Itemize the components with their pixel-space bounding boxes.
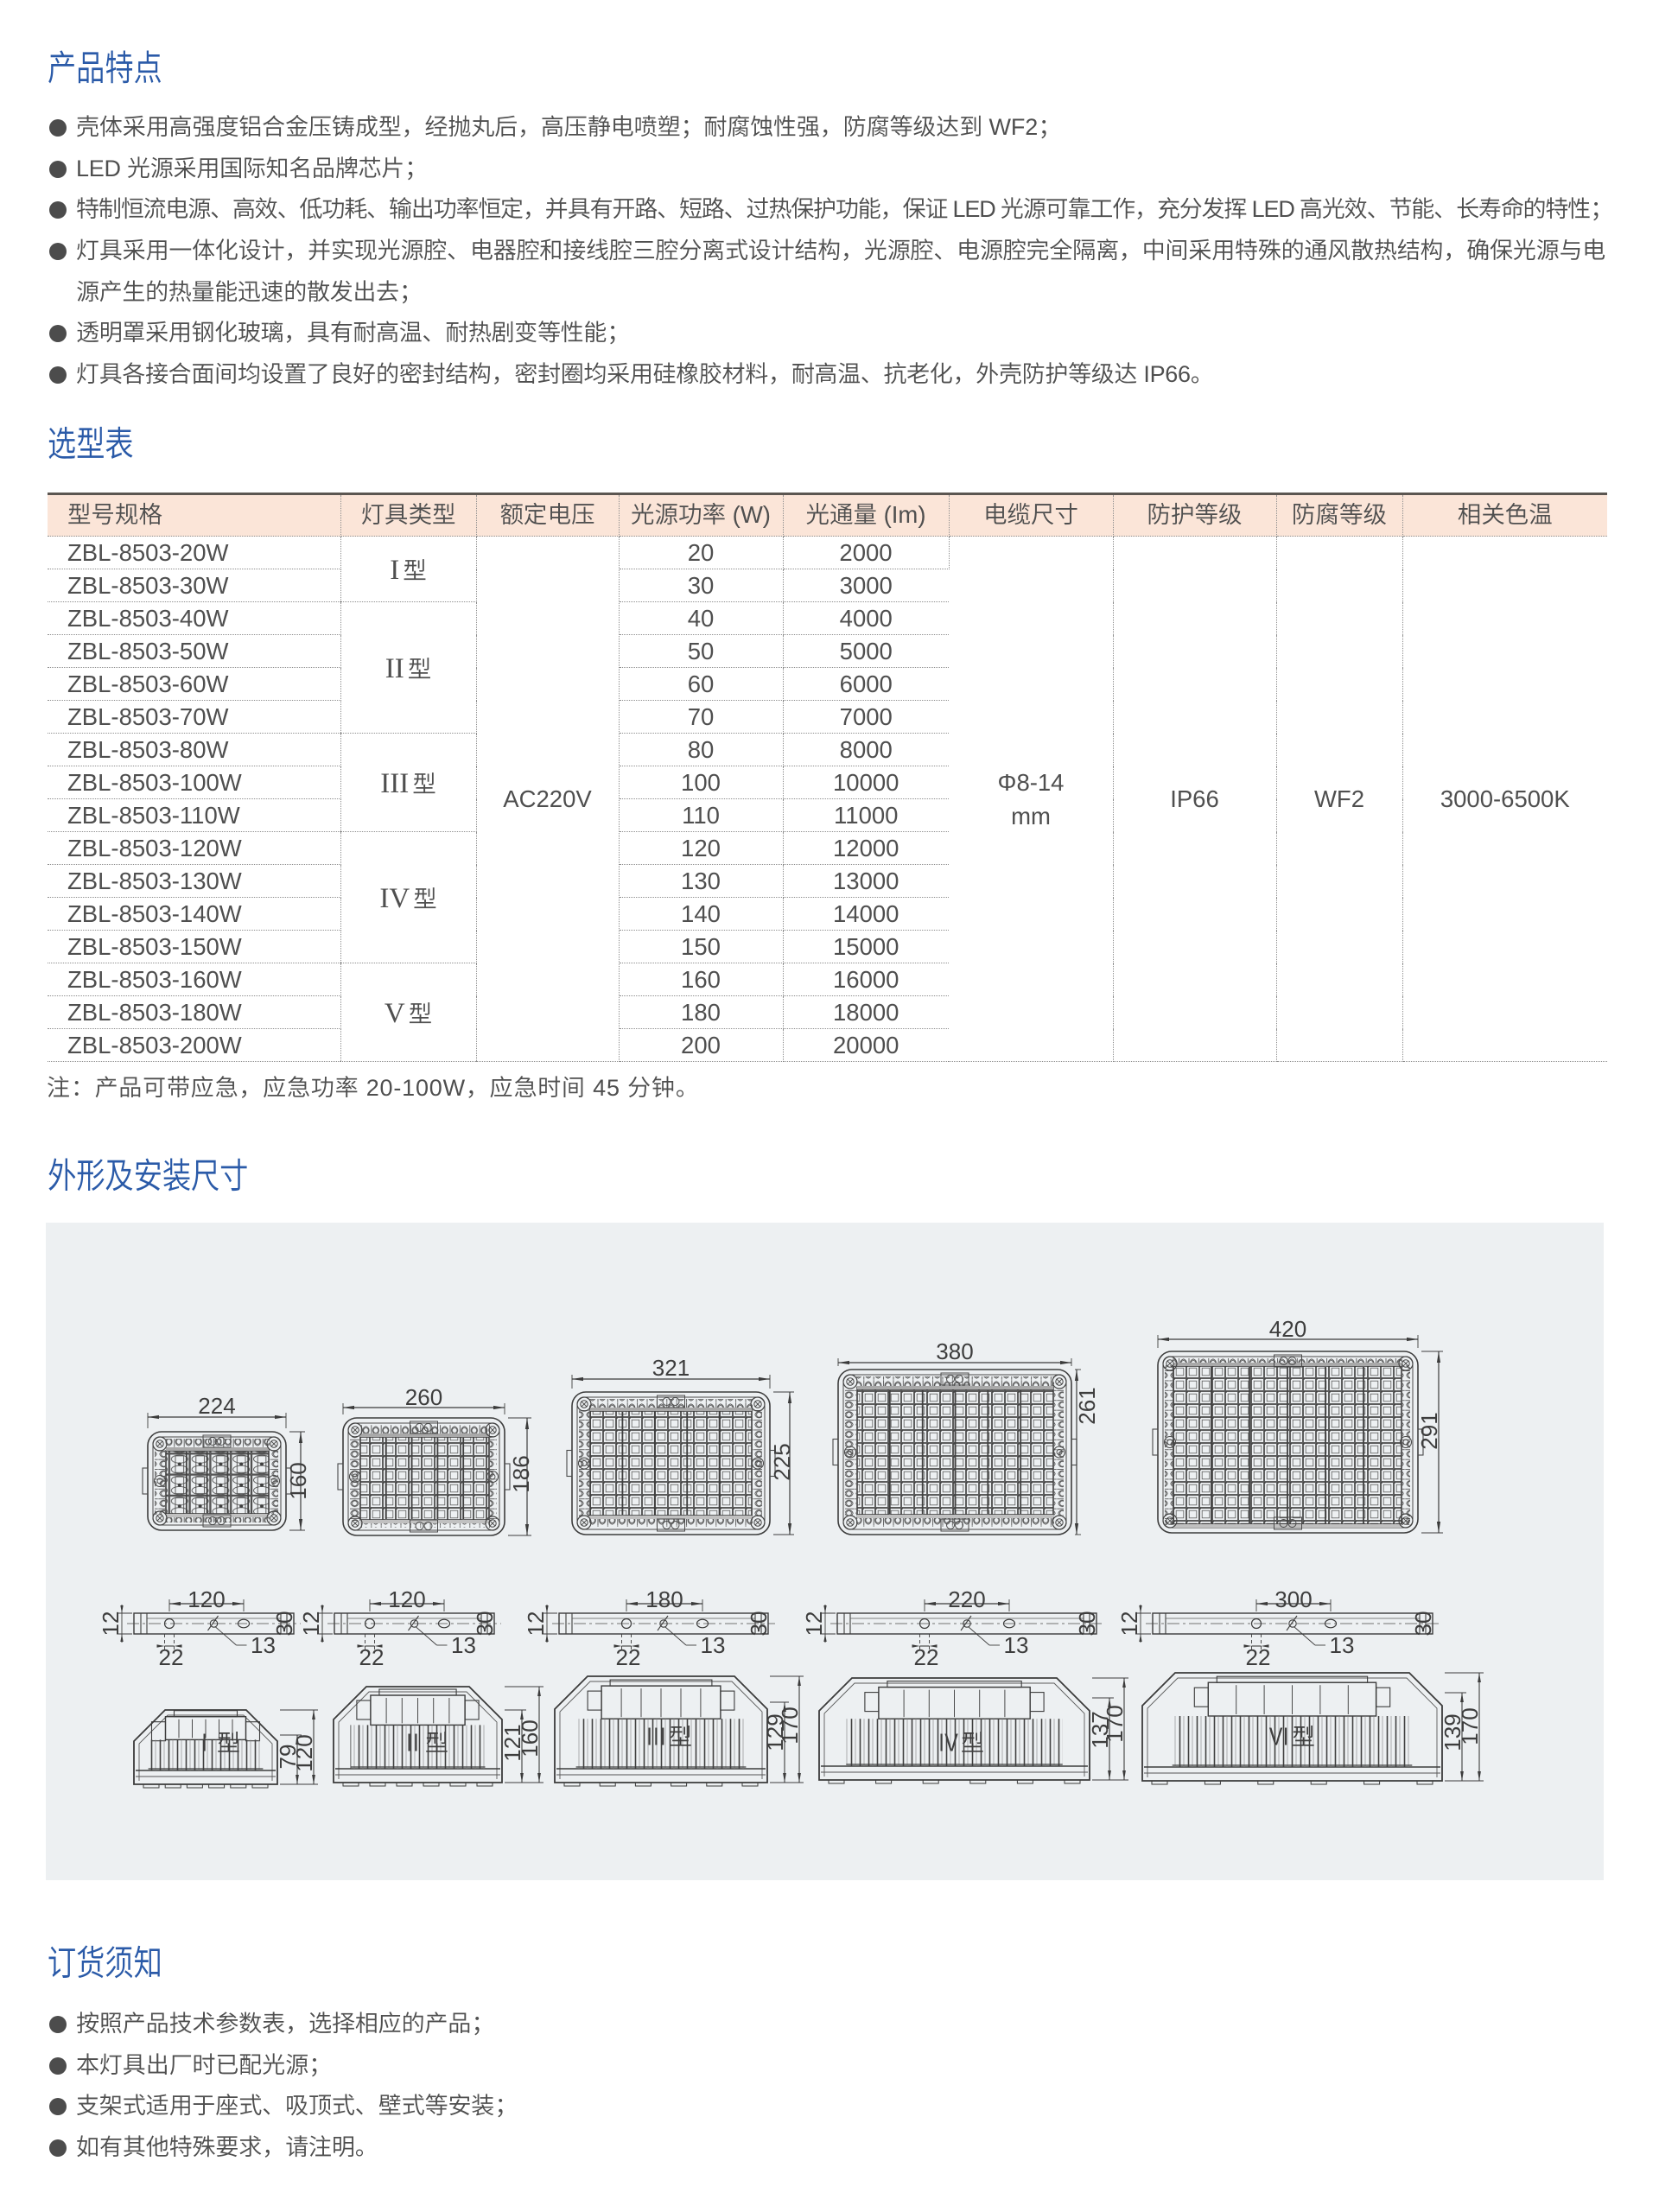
svg-text:120: 120 [291, 1734, 317, 1771]
svg-text:220: 220 [948, 1586, 985, 1612]
svg-text:Ⅳ型: Ⅳ型 [937, 1731, 985, 1757]
svg-text:224: 224 [198, 1393, 235, 1419]
svg-text:137: 137 [1087, 1711, 1113, 1748]
svg-text:120: 120 [388, 1586, 425, 1612]
svg-text:Ⅵ型: Ⅵ型 [1268, 1725, 1316, 1751]
svg-text:139: 139 [1440, 1713, 1465, 1751]
svg-text:380: 380 [936, 1338, 973, 1364]
svg-text:170: 170 [777, 1707, 803, 1744]
svg-text:291: 291 [1416, 1412, 1442, 1449]
svg-text:420: 420 [1269, 1316, 1306, 1342]
svg-text:30: 30 [472, 1611, 498, 1637]
svg-text:13: 13 [451, 1632, 476, 1658]
svg-text:170: 170 [1457, 1707, 1483, 1745]
svg-text:Ⅱ型: Ⅱ型 [401, 1731, 449, 1757]
svg-text:186: 186 [508, 1455, 534, 1492]
svg-text:22: 22 [914, 1644, 939, 1670]
svg-text:180: 180 [645, 1586, 683, 1612]
svg-text:13: 13 [701, 1632, 726, 1658]
svg-text:12: 12 [801, 1611, 827, 1637]
svg-text:30: 30 [1074, 1611, 1100, 1637]
svg-text:Ⅰ型: Ⅰ型 [193, 1731, 241, 1757]
svg-text:12: 12 [298, 1611, 324, 1637]
svg-text:261: 261 [1074, 1387, 1100, 1424]
svg-text:225: 225 [769, 1443, 795, 1480]
svg-text:30: 30 [271, 1611, 297, 1637]
svg-text:22: 22 [1246, 1644, 1271, 1670]
svg-text:12: 12 [98, 1611, 124, 1637]
svg-text:160: 160 [517, 1719, 543, 1757]
svg-text:260: 260 [405, 1384, 442, 1410]
svg-text:30: 30 [746, 1611, 772, 1637]
svg-text:22: 22 [159, 1644, 184, 1670]
svg-text:321: 321 [652, 1355, 690, 1381]
svg-text:13: 13 [251, 1632, 276, 1658]
svg-text:13: 13 [1330, 1632, 1355, 1658]
svg-text:121: 121 [499, 1724, 525, 1761]
svg-text:120: 120 [188, 1586, 225, 1612]
svg-text:22: 22 [359, 1644, 385, 1670]
svg-text:160: 160 [285, 1462, 311, 1499]
svg-text:22: 22 [616, 1644, 641, 1670]
svg-text:300: 300 [1274, 1586, 1312, 1612]
svg-text:Ⅲ型: Ⅲ型 [645, 1725, 693, 1751]
svg-text:170: 170 [1102, 1705, 1128, 1742]
svg-text:79: 79 [275, 1745, 301, 1770]
svg-text:12: 12 [523, 1611, 549, 1637]
svg-text:129: 129 [762, 1713, 788, 1751]
svg-text:30: 30 [1410, 1611, 1436, 1637]
svg-text:12: 12 [1116, 1611, 1142, 1637]
svg-text:13: 13 [1004, 1632, 1029, 1658]
